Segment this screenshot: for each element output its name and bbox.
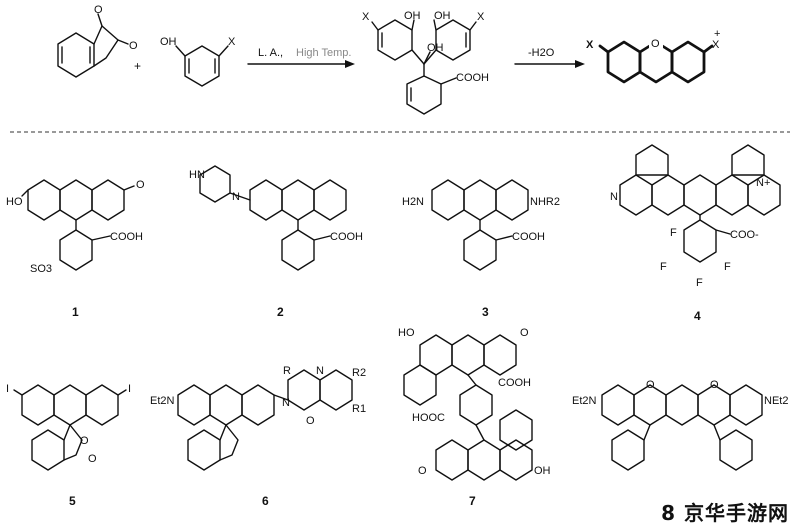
phenol-x: X xyxy=(228,36,236,48)
intermediate-cooh: COOH xyxy=(456,72,489,84)
compound-4-f3: F xyxy=(696,277,703,289)
compound-4-coo: COO- xyxy=(730,229,759,241)
compound-6-r1: R1 xyxy=(352,403,366,415)
compound-1-o: O xyxy=(136,179,145,191)
compound-6-o: O xyxy=(306,415,315,427)
phenol-oh: OH xyxy=(160,36,177,48)
compound-1-cooh: COOH xyxy=(110,231,143,243)
xanthene-x-left: X xyxy=(586,39,594,51)
compound-3-nhr2: NHR2 xyxy=(530,196,560,208)
compound-5-number: 5 xyxy=(69,494,76,508)
compound-7-cooh: COOH xyxy=(498,377,531,389)
intermediate-x-left: X xyxy=(362,11,370,23)
substituted-phenol: OH X xyxy=(160,36,236,87)
compound-8-o-right: O xyxy=(710,379,719,391)
compound-1-ho: HO xyxy=(6,196,23,208)
anhydride-o2: O xyxy=(129,40,138,52)
plus-sign: + xyxy=(134,59,141,73)
compound-3-cooh: COOH xyxy=(512,231,545,243)
xanthene-x-right: X xyxy=(712,39,720,51)
triaryl-intermediate: X X OH OH OH COOH xyxy=(362,10,489,115)
compound-5-i-right: I xyxy=(128,383,131,395)
compound-6-r2: R2 xyxy=(352,367,366,379)
compound-2-n: N xyxy=(232,191,240,203)
compound-3-structure: H2N NHR2 COOH xyxy=(402,179,560,271)
dehydration-label: -H2O xyxy=(528,47,555,59)
compound-4-f4: F xyxy=(724,261,731,273)
watermark-text: 8 京华手游网 xyxy=(658,497,792,526)
compound-5-o-carbonyl: O xyxy=(88,453,97,465)
phthalic-anhydride: O O xyxy=(57,4,138,78)
compound-2-cooh: COOH xyxy=(330,231,363,243)
compound-1-structure: HO O COOH SO3 xyxy=(6,179,145,275)
compound-8-et2n: Et2N xyxy=(572,395,597,407)
xanthene-o: O xyxy=(651,38,660,50)
xanthene-charge: + xyxy=(714,28,720,40)
compound-7-number: 7 xyxy=(469,494,476,508)
compound-4-f1: F xyxy=(670,227,677,239)
intermediate-oh-2: OH xyxy=(434,10,451,22)
conditions-main: L. A., xyxy=(258,47,283,59)
compound-5-structure: I I O O xyxy=(6,383,131,471)
intermediate-x-right: X xyxy=(477,11,485,23)
compound-4-n-plus: N+ xyxy=(756,177,770,189)
compound-6-structure: Et2N R R2 R1 N N O xyxy=(150,365,366,471)
compound-6-et2n: Et2N xyxy=(150,395,175,407)
compound-6-r: R xyxy=(283,365,291,377)
compound-4-f2: F xyxy=(660,261,667,273)
compound-5-o-ring: O xyxy=(80,435,89,447)
compound-3-h2n: H2N xyxy=(402,196,424,208)
compound-7-oh: OH xyxy=(534,465,551,477)
compound-8-net2: NEt2 xyxy=(764,395,788,407)
compound-8-structure: Et2N NEt2 O O xyxy=(572,379,788,471)
compound-2-structure: HN N COOH xyxy=(189,165,363,271)
compound-6-number: 6 xyxy=(262,494,269,508)
anhydride-o1: O xyxy=(94,4,103,16)
compound-2-number: 2 xyxy=(277,305,284,319)
xanthene-core: O X X + xyxy=(586,28,720,84)
compound-4-number: 4 xyxy=(694,309,701,323)
compound-7-structure: HO COOH HOOC OH O O xyxy=(398,327,551,481)
reaction-arrow-2: -H2O xyxy=(514,47,585,68)
compound-7-ho: HO xyxy=(398,327,415,339)
intermediate-oh-1: OH xyxy=(404,10,421,22)
intermediate-oh-3: OH xyxy=(427,42,444,54)
compound-1-so3: SO3 xyxy=(30,263,52,275)
reaction-arrow-1: L. A., High Temp. xyxy=(247,47,355,68)
compound-1-number: 1 xyxy=(72,305,79,319)
compound-7-o-bottom: O xyxy=(418,465,427,477)
compound-6-n2: N xyxy=(282,397,290,409)
compound-6-n1: N xyxy=(316,365,324,377)
compound-4-structure: N N+ COO- F F F F xyxy=(610,144,781,289)
compound-8-o-left: O xyxy=(646,379,655,391)
compound-5-i-left: I xyxy=(6,383,9,395)
compound-2-hn: HN xyxy=(189,169,205,181)
compound-4-n: N xyxy=(610,191,618,203)
compound-3-number: 3 xyxy=(482,305,489,319)
conditions-temp: High Temp. xyxy=(296,47,351,59)
compound-7-o-top: O xyxy=(520,327,529,339)
compound-7-hooc: HOOC xyxy=(412,412,445,424)
